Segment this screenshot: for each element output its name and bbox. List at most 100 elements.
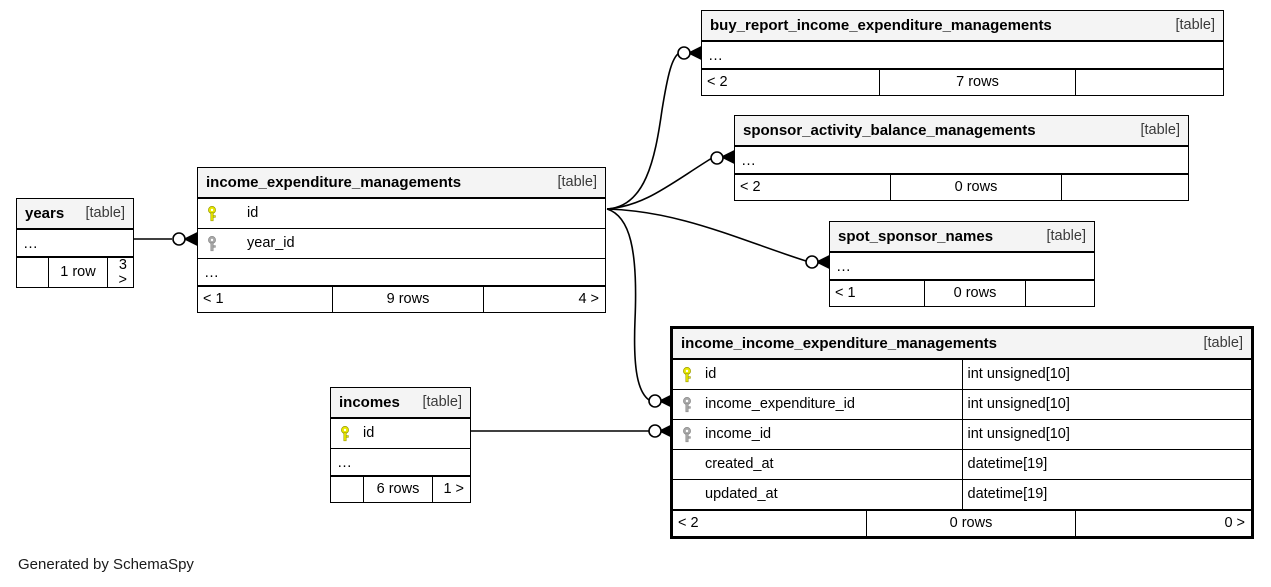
- table-header: incomes [table]: [331, 388, 470, 419]
- table-node-years[interactable]: years [table] … 1 row 3 >: [16, 198, 134, 288]
- table-node-income-expenditure-managements[interactable]: income_expenditure_managements [table] i…: [197, 167, 606, 313]
- column-cell: updated_at: [673, 479, 962, 510]
- column-cell: income_id: [673, 419, 962, 450]
- footer-parents: [17, 257, 49, 287]
- footer-children: [1075, 69, 1223, 95]
- column-name: updated_at: [705, 486, 778, 503]
- table-title: income_expenditure_managements: [198, 168, 461, 199]
- table-footer: 1 row 3 >: [17, 257, 133, 287]
- table-collapsed-columns[interactable]: …: [735, 145, 1188, 174]
- footer-parents: < 2: [673, 510, 867, 536]
- table-type-tag: [table]: [962, 222, 1094, 253]
- table-row[interactable]: income_id int unsigned[10]: [673, 419, 1251, 450]
- table-footer: < 2 0 rows 0 >: [673, 510, 1251, 536]
- footer-rows: 7 rows: [879, 69, 1076, 95]
- table-header: income_income_expenditure_managements [t…: [673, 329, 1251, 360]
- table-type-tag: [table]: [75, 199, 133, 230]
- table-title: income_income_expenditure_managements: [673, 329, 997, 360]
- edge-to-sponsor-activity: [606, 157, 713, 210]
- table-header: years [table]: [17, 199, 133, 230]
- schemaspy-credit: Generated by SchemaSpy: [18, 556, 194, 573]
- column-name: id: [363, 425, 375, 442]
- footer-rows: 0 rows: [924, 280, 1026, 306]
- table-row[interactable]: year_id: [198, 228, 605, 259]
- table-node-sponsor-activity-balance-managements[interactable]: sponsor_activity_balance_managements [ta…: [734, 115, 1189, 201]
- column-cell: id: [331, 417, 470, 449]
- table-row[interactable]: id: [331, 417, 470, 449]
- column-cell: year_id: [198, 228, 605, 259]
- column-type: datetime[19]: [961, 479, 1251, 510]
- table-row[interactable]: id int unsigned[10]: [673, 358, 1251, 390]
- table-collapsed-columns[interactable]: …: [702, 40, 1223, 69]
- table-title: spot_sponsor_names: [830, 222, 993, 253]
- table-header: buy_report_income_expenditure_management…: [702, 11, 1223, 42]
- column-name: id: [705, 366, 717, 383]
- table-title: years: [17, 199, 75, 230]
- table-title: incomes: [331, 388, 401, 419]
- footer-parents: < 2: [735, 174, 891, 200]
- footer-children: 1 >: [432, 476, 470, 502]
- table-footer: < 1 0 rows: [830, 280, 1094, 306]
- primary-key-icon: [339, 425, 359, 442]
- table-collapsed-columns[interactable]: …: [331, 448, 470, 476]
- column-cell: id: [673, 358, 962, 390]
- table-row[interactable]: updated_at datetime[19]: [673, 479, 1251, 510]
- table-header: spot_sponsor_names [table]: [830, 222, 1094, 253]
- table-type-tag: [table]: [400, 388, 470, 419]
- column-type: int unsigned[10]: [961, 358, 1251, 390]
- footer-children: 3 >: [107, 257, 133, 287]
- footer-rows: 6 rows: [363, 476, 433, 502]
- table-type-tag: [table]: [401, 168, 605, 199]
- table-node-incomes[interactable]: incomes [table] id …: [330, 387, 471, 503]
- footer-parents: < 1: [830, 280, 925, 306]
- column-name: income_expenditure_id: [705, 396, 855, 413]
- foreign-key-icon: [681, 396, 701, 413]
- table-row[interactable]: created_at datetime[19]: [673, 449, 1251, 480]
- table-node-spot-sponsor-names[interactable]: spot_sponsor_names [table] … < 1 0 rows: [829, 221, 1095, 307]
- table-row[interactable]: id: [198, 197, 605, 229]
- foreign-key-icon: [681, 426, 701, 443]
- primary-key-icon: [206, 205, 226, 222]
- footer-rows: 1 row: [48, 257, 108, 287]
- table-footer: < 2 0 rows: [735, 174, 1188, 200]
- footer-children: [1061, 174, 1188, 200]
- footer-rows: 0 rows: [866, 510, 1076, 536]
- table-footer: 6 rows 1 >: [331, 476, 470, 502]
- footer-parents: < 2: [702, 69, 880, 95]
- table-type-tag: [table]: [961, 116, 1188, 147]
- table-row[interactable]: income_expenditure_id int unsigned[10]: [673, 389, 1251, 420]
- column-name: id: [247, 205, 259, 222]
- column-name: income_id: [705, 426, 772, 443]
- table-type-tag: [table]: [962, 329, 1251, 360]
- table-footer: < 2 7 rows: [702, 69, 1223, 95]
- edge-to-buy-report: [606, 52, 680, 210]
- foreign-key-icon: [206, 235, 226, 252]
- table-footer: < 1 9 rows 4 >: [198, 286, 605, 312]
- table-type-tag: [table]: [962, 11, 1223, 42]
- footer-parents: < 1: [198, 286, 333, 312]
- table-title: sponsor_activity_balance_managements: [735, 116, 1036, 147]
- footer-rows: 9 rows: [332, 286, 484, 312]
- footer-children: 4 >: [483, 286, 605, 312]
- table-node-buy-report-income-expenditure-managements[interactable]: buy_report_income_expenditure_management…: [701, 10, 1224, 96]
- column-cell: created_at: [673, 449, 962, 480]
- footer-children: [1025, 280, 1094, 306]
- table-collapsed-columns[interactable]: …: [198, 258, 605, 286]
- footer-children: 0 >: [1075, 510, 1251, 536]
- column-cell: income_expenditure_id: [673, 389, 962, 420]
- table-header: income_expenditure_managements [table]: [198, 168, 605, 199]
- column-type: int unsigned[10]: [961, 389, 1251, 420]
- column-name: year_id: [247, 235, 295, 252]
- table-collapsed-columns[interactable]: …: [830, 251, 1094, 280]
- table-title: buy_report_income_expenditure_management…: [702, 11, 1052, 42]
- column-name: created_at: [705, 456, 774, 473]
- table-node-income-income-expenditure-managements[interactable]: income_income_expenditure_managements [t…: [670, 326, 1254, 539]
- edge-to-spot-sponsor: [606, 208, 807, 262]
- edge-to-income-income-expenditure: [606, 208, 650, 401]
- table-collapsed-columns[interactable]: …: [17, 228, 133, 257]
- table-header: sponsor_activity_balance_managements [ta…: [735, 116, 1188, 147]
- column-cell: id: [198, 197, 605, 229]
- primary-key-icon: [681, 366, 701, 383]
- column-type: datetime[19]: [961, 449, 1251, 480]
